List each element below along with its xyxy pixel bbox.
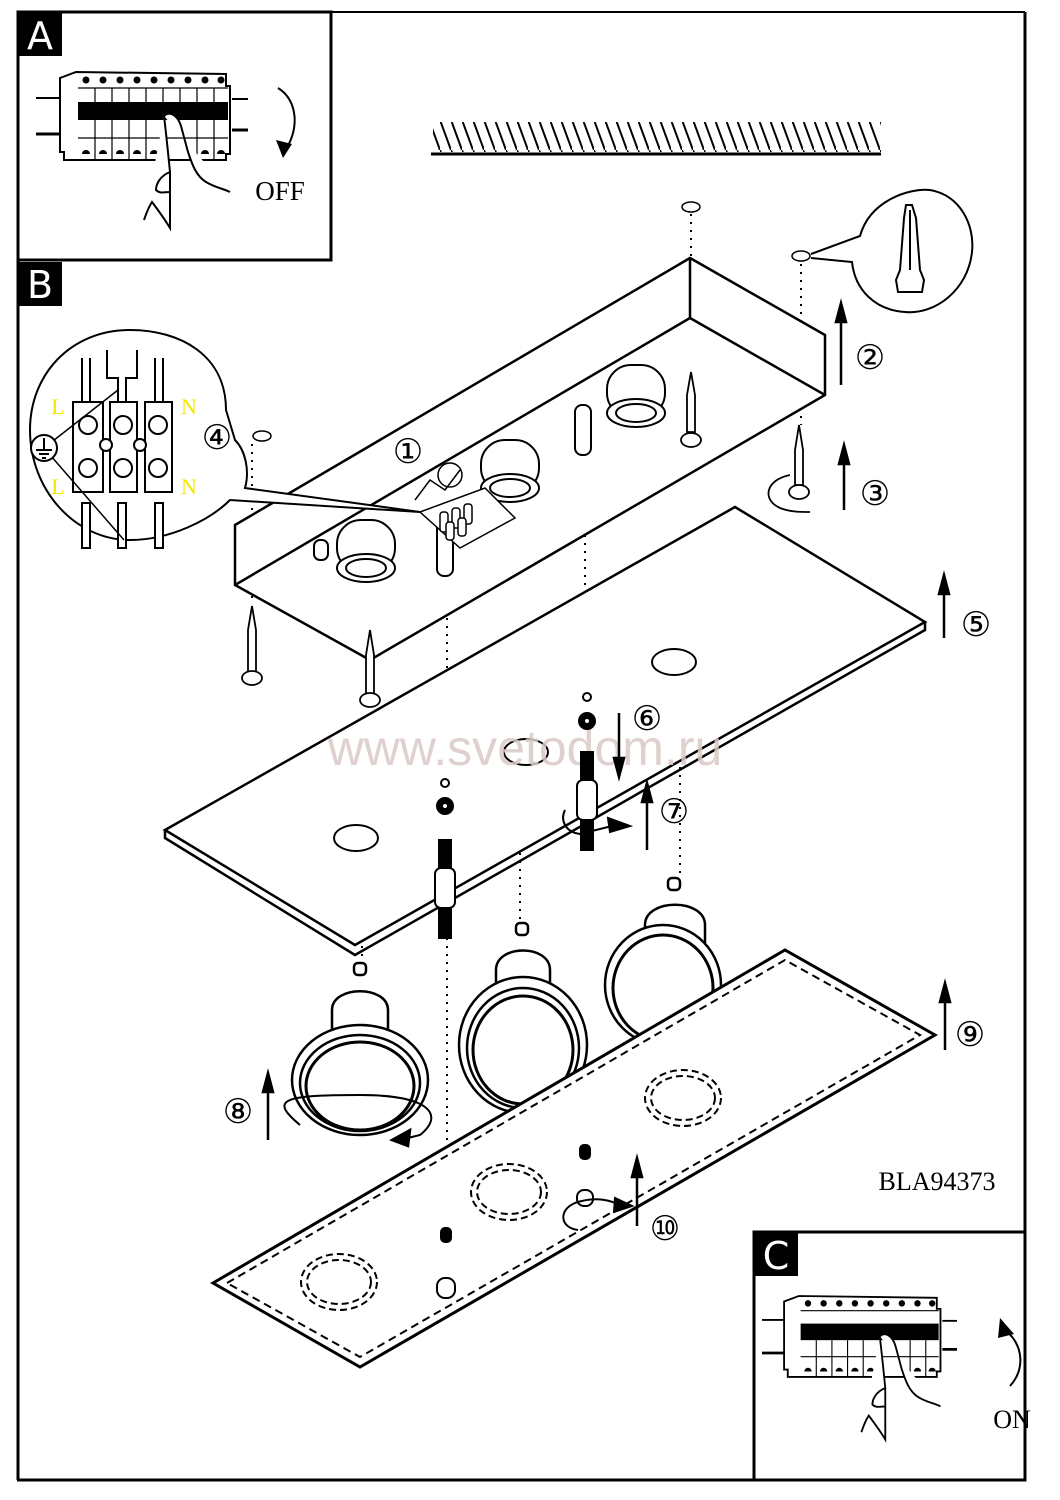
socket-2 <box>480 439 540 503</box>
hand-icon <box>860 1333 941 1443</box>
step-labels: ① ② ③ ④ ⑤ ⑥ ⑦ ⑧ ⑨ ⑩ <box>202 340 991 1248</box>
step-3-label: ③ <box>860 476 890 513</box>
lamp-2 <box>457 921 589 1115</box>
off-caption: OFF <box>255 176 305 206</box>
cover-plate <box>162 505 928 957</box>
screw-1 <box>241 605 263 686</box>
step-10-label: ⑩ <box>650 1211 680 1248</box>
terminal-block <box>414 462 517 549</box>
screw-2 <box>359 629 381 708</box>
step-arrows <box>261 298 952 1226</box>
screws <box>241 371 811 708</box>
terminal-label-n-bottom: N <box>181 474 197 499</box>
panel-b-letter: B <box>27 263 53 307</box>
panel-c-label: C <box>754 1232 798 1278</box>
panel-a-letter: A <box>27 14 53 58</box>
earth-ground-icon <box>30 434 58 462</box>
panel-c: C ON <box>752 1230 1031 1482</box>
lamp-sockets <box>313 364 666 583</box>
step-4-label: ④ <box>202 420 232 457</box>
front-plate <box>209 948 939 1369</box>
socket-3 <box>606 364 666 428</box>
panel-b-label: B <box>18 262 62 307</box>
step-9-label: ⑨ <box>955 1017 985 1054</box>
hand-icon <box>143 112 231 232</box>
watermark-text: www.svetodom.ru <box>327 720 723 776</box>
on-caption: ON <box>993 1405 1031 1434</box>
circuit-breaker-icon <box>36 70 248 232</box>
terminal-label-l-top: L <box>51 394 64 419</box>
step-8-label: ⑧ <box>223 1094 253 1131</box>
step-7-label: ⑦ <box>659 794 689 831</box>
terminal-label-l-bottom: L <box>51 474 64 499</box>
wall-plug-detail <box>810 188 974 314</box>
panel-a: A OFF <box>16 10 333 262</box>
circuit-breaker-icon <box>762 1295 958 1443</box>
threaded-rods <box>434 692 634 939</box>
product-code: BLA94373 <box>879 1167 996 1196</box>
screw-3 <box>680 371 702 448</box>
step-6-label: ⑥ <box>632 701 662 738</box>
panel-a-label: A <box>18 12 62 58</box>
socket-1 <box>336 519 396 583</box>
panel-c-letter: C <box>763 1234 790 1278</box>
gu10-lamps <box>283 876 723 1148</box>
terminal-label-n-top: N <box>181 394 197 419</box>
drill-holes <box>252 201 811 442</box>
step-5-label: ⑤ <box>961 607 991 644</box>
panel-b: B <box>18 258 331 307</box>
wiring-detail: L L N N <box>28 328 421 549</box>
screw-4 <box>788 424 810 500</box>
lamp-1 <box>283 961 433 1148</box>
step-1-label: ① <box>393 434 423 471</box>
ceiling-surface <box>431 122 881 156</box>
step-2-label: ② <box>855 340 885 377</box>
